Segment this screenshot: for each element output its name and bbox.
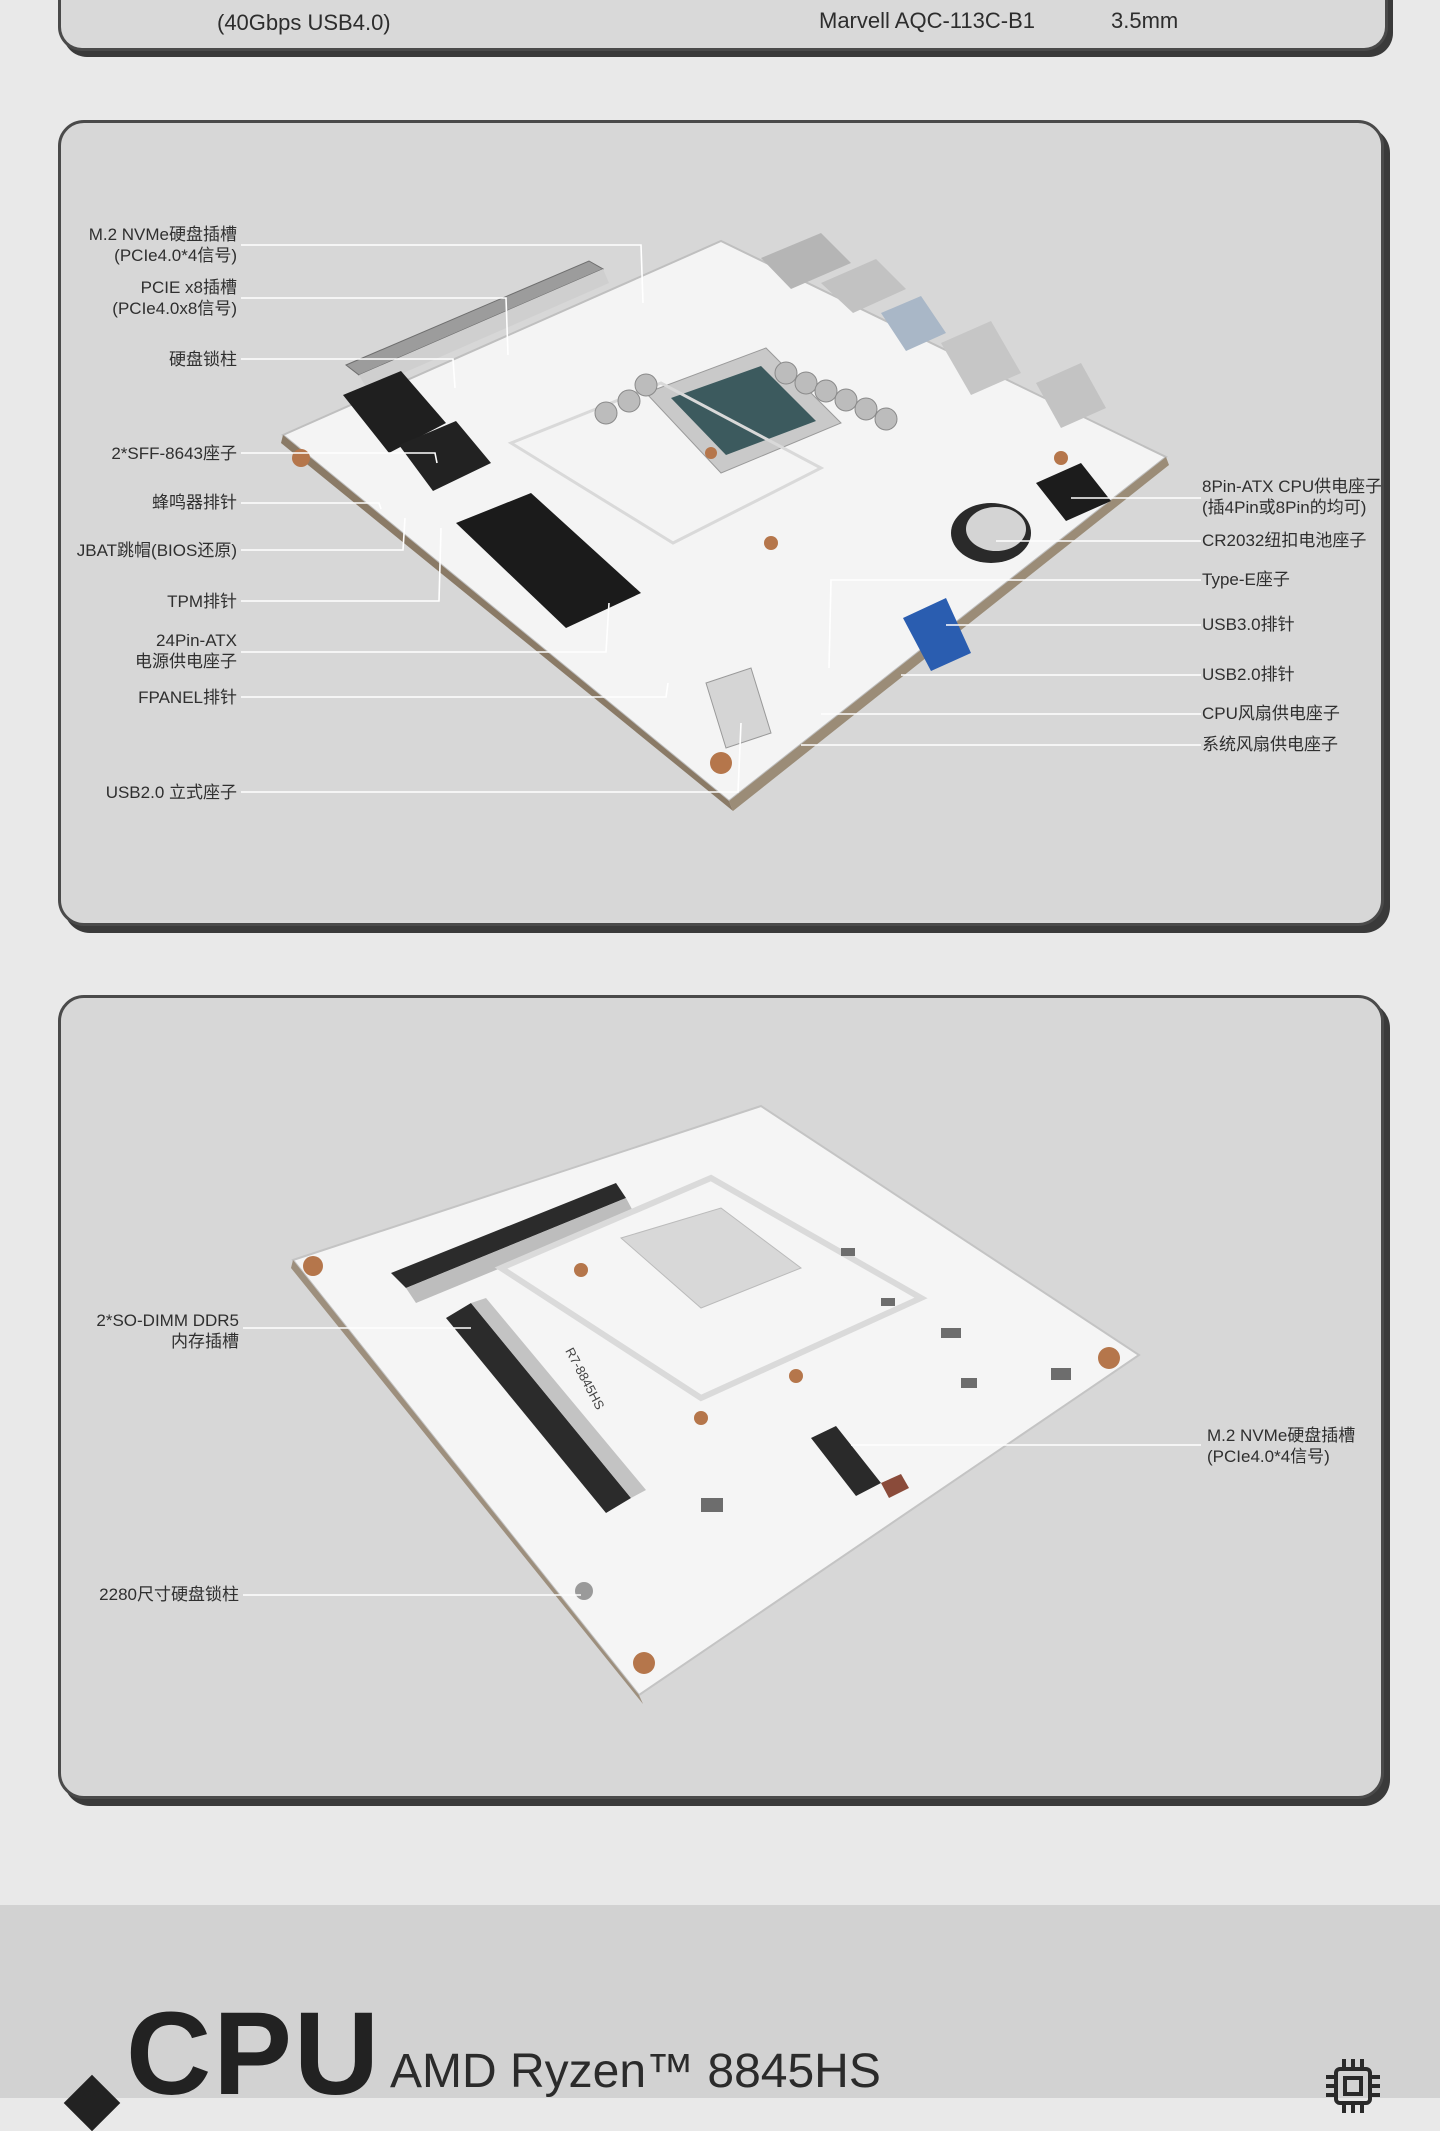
usb4-detail: (40Gbps USB4.0) [217, 10, 391, 35]
label-tpm-header: TPM排针 [167, 592, 237, 611]
motherboard-bottom-image [243, 1104, 1201, 1704]
cpu-heading: CPU [126, 1988, 382, 2120]
label-pcie-x8: PCIE x8插槽 (PCIe4.0x8信号) [112, 278, 237, 318]
label-jbat: JBAT跳帽(BIOS还原) [76, 541, 237, 560]
label-cr2032: CR2032纽扣电池座子 [1202, 531, 1367, 550]
label-cpu-fan: CPU风扇供电座子 [1202, 704, 1340, 723]
motherboard-top-image [241, 233, 1201, 811]
audio-jack: 3.5mm [1111, 8, 1179, 33]
label-8pin-cpu-power: 8Pin-ATX CPU供电座子 (插4Pin或8Pin的均可) [1202, 477, 1383, 517]
label-m2-nvme: M.2 NVMe硬盘插槽 (PCIe4.0*4信号) [88, 225, 237, 265]
spec-table-card: (40Gbps USB4.0) Marvell AQC-113C-B1 3.5m… [58, 0, 1388, 51]
label-type-e: Type-E座子 [1202, 570, 1290, 589]
nic-model: Marvell AQC-113C-B1 [819, 8, 1035, 33]
cpu-model: AMD Ryzen™ 8845HS [390, 2045, 881, 2098]
label-usb2-vertical: USB2.0 立式座子 [105, 783, 237, 802]
label-sff-8643: 2*SFF-8643座子 [111, 444, 237, 463]
label-fpanel: FPANEL排针 [138, 688, 237, 707]
label-ssd-standoff: 硬盘锁柱 [169, 350, 237, 369]
label-24pin-atx: 24Pin-ATX 电源供电座子 [135, 631, 237, 671]
label-m2-nvme-bottom: M.2 NVMe硬盘插槽 (PCIe4.0*4信号) [1207, 1426, 1356, 1466]
motherboard-bottom-view-card: 2*SO-DIMM DDR5 内存插槽 2280尺寸硬盘锁柱 M.2 NVMe硬… [58, 995, 1384, 1799]
label-usb2-header: USB2.0排针 [1202, 665, 1295, 684]
label-usb3-header: USB3.0排针 [1202, 615, 1295, 634]
corner-decoration [63, 2074, 121, 2131]
cpu-section: CPU AMD Ryzen™ 8845HS [0, 1905, 1440, 2131]
label-sys-fan: 系统风扇供电座子 [1202, 735, 1338, 754]
label-buzzer-header: 蜂鸣器排针 [152, 493, 237, 512]
label-2280-standoff: 2280尺寸硬盘锁柱 [99, 1585, 239, 1604]
motherboard-top-view-card: M.2 NVMe硬盘插槽 (PCIe4.0*4信号) PCIE x8插槽 (PC… [58, 120, 1384, 926]
chip-icon [1326, 2059, 1380, 2113]
label-so-dimm: 2*SO-DIMM DDR5 内存插槽 [96, 1311, 239, 1351]
